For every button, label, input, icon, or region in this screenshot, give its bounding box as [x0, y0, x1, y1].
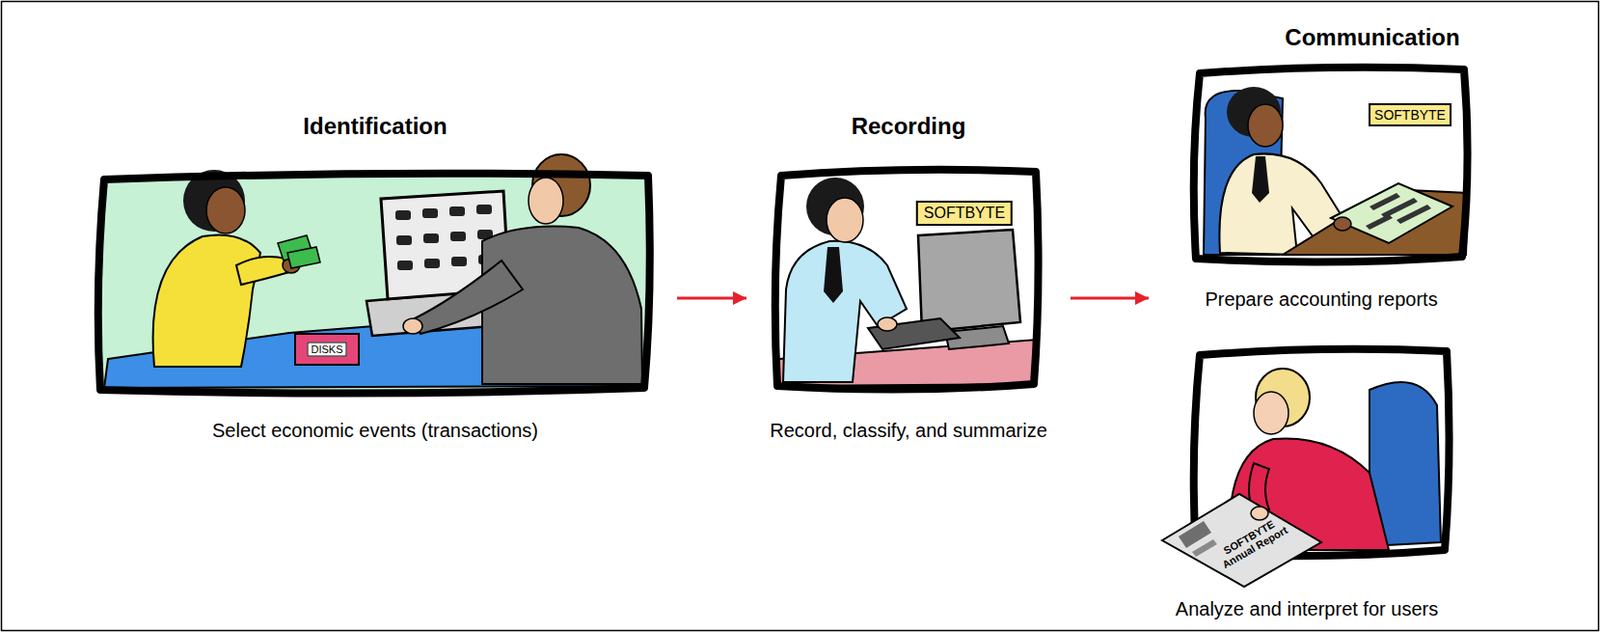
report-scribbles	[1365, 192, 1432, 230]
step-caption: Analyze and interpret for users	[1148, 596, 1465, 621]
customer-face	[206, 187, 245, 234]
key	[423, 233, 439, 244]
key	[395, 210, 411, 220]
key	[397, 260, 413, 271]
panel-frame	[98, 173, 651, 394]
panel-frame	[775, 169, 1039, 390]
identification-picture	[98, 154, 651, 394]
step-caption: Prepare accounting reports	[1167, 287, 1475, 311]
key	[422, 208, 438, 218]
step-caption: Record, classify, and summarize	[765, 418, 1052, 442]
key	[451, 256, 467, 267]
writer-face	[1247, 104, 1283, 147]
reader-hand	[1250, 506, 1269, 520]
reporting-picture	[1193, 67, 1468, 263]
money	[287, 246, 321, 269]
computer-monitor	[918, 229, 1021, 332]
company-sign: SOFTBYTE	[916, 200, 1013, 226]
scribble	[1365, 214, 1393, 230]
customer-arm	[236, 256, 290, 285]
flow-arrow	[677, 297, 747, 300]
tie	[1251, 156, 1270, 203]
step-heading: Communication	[1167, 23, 1475, 53]
panel-ground	[775, 169, 1039, 390]
box-label: DISKS	[306, 342, 347, 357]
clerk-face	[528, 177, 564, 224]
reader-picture	[1162, 349, 1450, 587]
process-step: IdentificationSelect economic events (tr…	[92, 111, 658, 442]
clerk-arm	[414, 260, 523, 334]
tie	[823, 246, 843, 303]
writer-hand	[1333, 216, 1352, 231]
step-caption: Select economic events (transactions)	[92, 418, 658, 442]
process-step: RecordingRecord, classify, and summarize	[765, 111, 1052, 442]
key	[396, 235, 412, 245]
register-keys	[395, 204, 494, 271]
panel-frame	[1193, 67, 1468, 263]
step-heading: Identification	[92, 111, 658, 141]
clerk-hand	[403, 318, 423, 334]
clerk-shirt	[783, 241, 907, 382]
process-step: Analyze and interpret for users	[1148, 342, 1465, 621]
flow-arrow	[1070, 297, 1149, 300]
key	[476, 204, 492, 215]
newspaper-column	[1192, 539, 1218, 557]
company-sign: SOFTBYTE	[1368, 103, 1452, 127]
key	[449, 206, 465, 217]
process-step: CommunicationPrepare accounting reports	[1167, 23, 1475, 311]
newspaper	[1162, 493, 1322, 587]
panel-ground	[1193, 67, 1468, 263]
reader-face	[1253, 391, 1289, 434]
recording-picture	[775, 169, 1039, 390]
scribble	[1396, 204, 1432, 224]
clerk-face	[826, 197, 864, 243]
disk-box	[295, 333, 359, 365]
clerk-hand	[877, 317, 897, 331]
step-heading: Recording	[765, 111, 1052, 141]
keyboard	[867, 318, 960, 350]
key	[450, 231, 466, 242]
key	[424, 258, 440, 269]
report-sheet	[1330, 183, 1453, 244]
customer-body	[153, 234, 261, 367]
clerk-body	[482, 226, 643, 384]
